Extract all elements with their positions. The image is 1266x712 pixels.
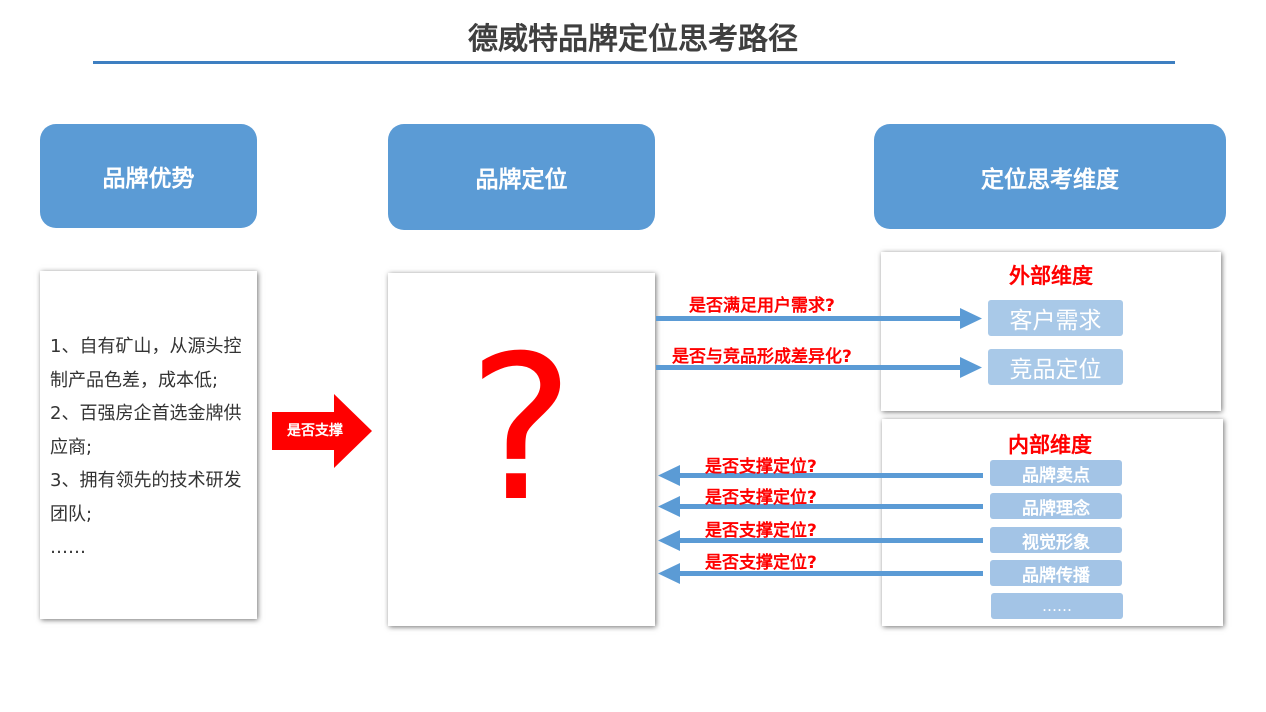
title-underline [93, 61, 1175, 64]
internal-item-more: …… [991, 593, 1123, 619]
question-label: 是否满足用户需求? [689, 296, 835, 316]
external-item-competitor-positioning: 竞品定位 [988, 349, 1123, 385]
header-brand-positioning: 品牌定位 [388, 124, 655, 230]
internal-dimension-panel [882, 419, 1223, 626]
internal-item-philosophy: 品牌理念 [990, 493, 1122, 519]
advantage-text: 1、自有矿山，从源头控 制产品色差，成本低; 2、百强房企首选金牌供 应商; 3… [50, 330, 255, 565]
question-label: 是否支撑定位? [705, 488, 817, 508]
header-brand-advantage: 品牌优势 [40, 124, 257, 228]
question-label: 是否支撑定位? [705, 521, 817, 541]
question-mark: ? [467, 313, 575, 546]
advantage-line: 团队; [50, 503, 93, 525]
arrowhead-right [960, 357, 982, 378]
arrowhead-left [658, 496, 680, 517]
internal-item-visual-image: 视觉形象 [990, 527, 1122, 553]
arrow-from-communication [678, 571, 983, 576]
support-arrow-label: 是否支撑 [287, 423, 343, 439]
arrow-to-customer-needs [656, 316, 962, 321]
external-item-customer-needs: 客户需求 [988, 300, 1123, 336]
positioning-panel [388, 273, 655, 626]
arrow-to-competitor [656, 365, 962, 370]
support-arrow [272, 394, 372, 468]
advantage-line: 制产品色差，成本低; [50, 369, 219, 391]
arrow-from-selling-point [678, 473, 983, 478]
question-label: 是否支撑定位? [705, 457, 817, 477]
advantage-line: 1、自有矿山，从源头控 [50, 336, 242, 357]
advantage-line: …… [50, 537, 86, 558]
internal-item-selling-point: 品牌卖点 [990, 460, 1122, 486]
header-positioning-dimensions: 定位思考维度 [874, 124, 1226, 229]
question-label: 是否支撑定位? [705, 553, 817, 573]
external-dimension-title: 外部维度 [1009, 264, 1093, 288]
question-label: 是否与竞品形成差异化? [672, 347, 852, 367]
advantage-line: 应商; [50, 436, 93, 458]
advantage-line: 3、拥有领先的技术研发 [50, 470, 242, 491]
arrowhead-left [658, 530, 680, 551]
arrow-from-philosophy [678, 504, 983, 509]
internal-item-communication: 品牌传播 [990, 560, 1122, 586]
arrowhead-left [658, 563, 680, 584]
arrow-from-visual [678, 538, 983, 543]
internal-dimension-title: 内部维度 [1008, 433, 1092, 457]
advantage-line: 2、百强房企首选金牌供 [50, 403, 242, 424]
arrowhead-left [658, 465, 680, 486]
arrowhead-right [960, 308, 982, 329]
page-title: 德威特品牌定位思考路径 [468, 22, 798, 57]
advantage-panel [40, 271, 257, 619]
